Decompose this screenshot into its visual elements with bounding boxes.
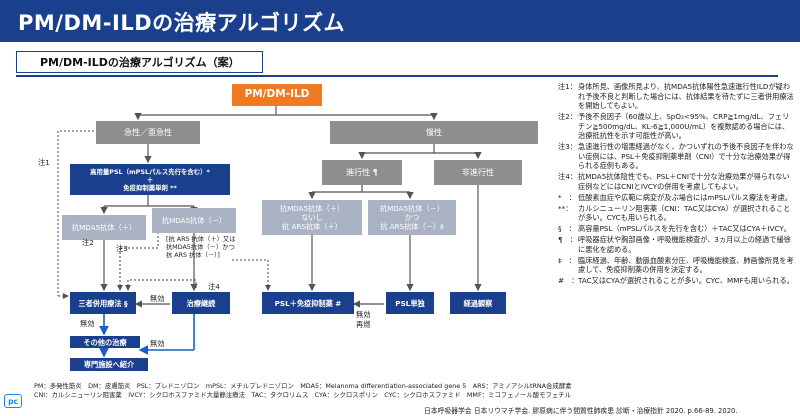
note-key: 注1： [558, 82, 577, 91]
logo-badge: pc [4, 394, 22, 408]
abbreviations: PM：多発性筋炎 DM：皮膚筋炎 PSL：プレドニゾロン mPSL：メチルプレド… [34, 382, 594, 399]
prog-b-line1: 抗MDA5抗体（－） [379, 204, 445, 213]
note-key: 注2： [558, 112, 577, 121]
subtitle-underline [16, 75, 778, 77]
note-item: § ：高容量PSL（mPSLパルスを先行を含む）＋TAC又はCYA＋IVCY。 [558, 224, 794, 234]
flow-continue: 治療継続 [172, 292, 230, 314]
label-note2: 注2 [82, 238, 94, 247]
note-key: # ： [558, 276, 579, 285]
note-text: 呼吸器症状や胸部画像・呼吸機能検査が、3ヵ月以上の経過で緩徐に悪化を認める。 [578, 235, 791, 254]
label-ineffective-c: 無効 [150, 339, 165, 348]
prog-a-line1: 抗MDA5抗体（＋） [279, 204, 345, 213]
mda5-negative-note: [抗 ARS 抗体（＋）又は 抗MDA5抗体（－）かつ 抗 ARS 抗体（－）] [166, 236, 236, 261]
flow-prog-a: 抗MDA5抗体（＋） ないし 抗 ARS抗体（＋） [262, 200, 362, 235]
subtitle: PM/DM-ILDの治療アルゴリズム（案） [40, 56, 240, 69]
label-note3: 注3 [116, 244, 128, 253]
notes-panel: 注1：身体所見、画像所見より、抗MDA5抗体陽性急速進行性ILDが疑われ予後不良… [558, 82, 794, 287]
flow-chronic: 慢性 [330, 121, 538, 144]
note-item: ¶ ：呼吸器症状や胸部画像・呼吸機能検査が、3ヵ月以上の経過で緩徐に悪化を認める… [558, 235, 794, 254]
label-ineffective-a: 無効 [150, 294, 165, 303]
label-relapse: 再燃 [356, 320, 371, 329]
flow-acute: 急性／亜急性 [96, 121, 200, 144]
note-key: **： [558, 203, 573, 213]
note-key: ‡ ： [558, 255, 576, 265]
flow-progressive: 進行性 ¶ [322, 160, 402, 185]
flow-nonprogressive: 非進行性 [434, 160, 522, 185]
abbreviations-line2: CNI：カルシニューリン阻害薬 IVCY：シクロホスファミド大量静注療法 TAC… [34, 390, 572, 399]
note-text: 低酸素血症や広範に病変が及ぶ場合にはmPSLパルス療法を考慮。 [578, 192, 792, 202]
page-title: PM/DM-ILDの治療アルゴリズム [18, 11, 345, 35]
note-item: **： カルシニューリン阻害薬（CNI：TAC又はCYA）が選択されることが多い。… [558, 204, 794, 223]
mda5-neg-note-2: 抗MDA5抗体（－）かつ [166, 244, 235, 252]
acute-tx-line2: ＋ [146, 175, 154, 184]
note-item: 注1：身体所見、画像所見より、抗MDA5抗体陽性急速進行性ILDが疑われ予後不良… [558, 82, 794, 111]
note-key: 注3： [558, 142, 577, 151]
note-text: 高容量PSL（mPSLパルスを先行を含む）＋TAC又はCYA＋IVCY。 [578, 224, 791, 233]
label-ineffective-d: 無効 [356, 310, 371, 319]
flow-root: PM/DM-ILD [232, 84, 322, 106]
note-text: カルシニューリン阻害薬（CNI：TAC又はCYA）が選択されることが多い。CYC… [578, 203, 791, 223]
label-note1: 注1 [38, 158, 50, 167]
source-citation: 日本呼吸器学会 日本リウマチ学会. 膠原病に伴う間質性肺疾患 診断・治療指針 2… [424, 407, 738, 415]
note-item: # ：TAC又はCYAが選択されることが多い。CYC、MMFも用いられる。 [558, 276, 794, 286]
note-text: TAC又はCYAが選択されることが多い。CYC、MMFも用いられる。 [578, 276, 794, 285]
flow-prog-b: 抗MDA5抗体（－） かつ 抗 ARS抗体（－）‡ [368, 200, 456, 235]
note-key: § ： [558, 224, 576, 233]
mda5-neg-note-1: [抗 ARS 抗体（＋）又は [166, 236, 236, 243]
label-note4: 注4 [208, 282, 220, 291]
title-banner [0, 0, 800, 42]
prog-b-line2: かつ [404, 213, 420, 222]
subtitle-frame [16, 51, 263, 73]
prog-b-line3: 抗 ARS抗体（－）‡ [380, 222, 444, 231]
prog-a-line2: ないし [301, 213, 323, 222]
prog-a-line3: 抗 ARS抗体（＋） [282, 222, 342, 231]
flow-mda5-negative: 抗MDA5抗体（－） [152, 208, 236, 233]
note-text: 急速進行性の増悪経過がなく、かついずれの予後不良因子を伴わない症例には、PSL＋… [578, 142, 794, 170]
note-text: 臨床経過、年齢、動脈血酸素分圧、呼吸機能検査、肺画像所見を考慮して、免疫抑制薬の… [578, 255, 794, 275]
note-text: 予後不良因子（60歳以上、SpO₂<95%、CRP≧1mg/dL、フェリチン≧5… [578, 112, 790, 140]
note-item: ‡ ：臨床経過、年齢、動脈血酸素分圧、呼吸機能検査、肺画像所見を考慮して、免疫抑… [558, 256, 794, 275]
note-item: * ：低酸素血症や広範に病変が及ぶ場合にはmPSLパルス療法を考慮。 [558, 193, 794, 203]
note-text: 抗MDA5抗体陰性でも、PSL＋CNIで十分な治療効果が得られない症例などにはC… [578, 172, 790, 191]
note-key: 注4： [558, 172, 577, 181]
flow-refer: 専門施設へ紹介 [70, 358, 148, 371]
acute-tx-line3: 免疫抑制薬単剤 ** [123, 183, 177, 192]
flow-mda5-positive: 抗MDA5抗体（＋） [62, 215, 146, 240]
note-text: 身体所見、画像所見より、抗MDA5抗体陽性急速進行性ILDが疑われ予後不良と判断… [578, 82, 794, 110]
mda5-neg-note-3: 抗 ARS 抗体（－）] [166, 252, 220, 260]
flow-observe: 経過観察 [450, 292, 506, 314]
note-item: 注3：急速進行性の増悪経過がなく、かついずれの予後不良因子を伴わない症例には、P… [558, 142, 794, 171]
flow-psl-only: PSL単独 [386, 292, 434, 314]
abbreviations-line1: PM：多発性筋炎 DM：皮膚筋炎 PSL：プレドニゾロン mPSL：メチルプレド… [34, 382, 572, 390]
note-item: 注4：抗MDA5抗体陰性でも、PSL＋CNIで十分な治療効果が得られない症例など… [558, 172, 794, 191]
flow-acute-treatment: 高用量PSL（mPSLパルス先行を含む）* ＋ 免疫抑制薬単剤 ** [70, 164, 230, 195]
note-key: ¶ ： [558, 235, 577, 244]
note-item: 注2：予後不良因子（60歳以上、SpO₂<95%、CRP≧1mg/dL、フェリチ… [558, 112, 794, 141]
flow-other-treatment: その他の治療 [70, 336, 140, 348]
flow-psl-immuno: PSL＋免疫抑制薬 # [262, 292, 354, 314]
note-key: * ： [558, 192, 576, 202]
label-ineffective-b: 無効 [80, 319, 95, 328]
flow-triple-therapy: 三者併用療法 § [70, 292, 136, 314]
acute-tx-line1: 高用量PSL（mPSLパルス先行を含む）* [90, 167, 210, 176]
